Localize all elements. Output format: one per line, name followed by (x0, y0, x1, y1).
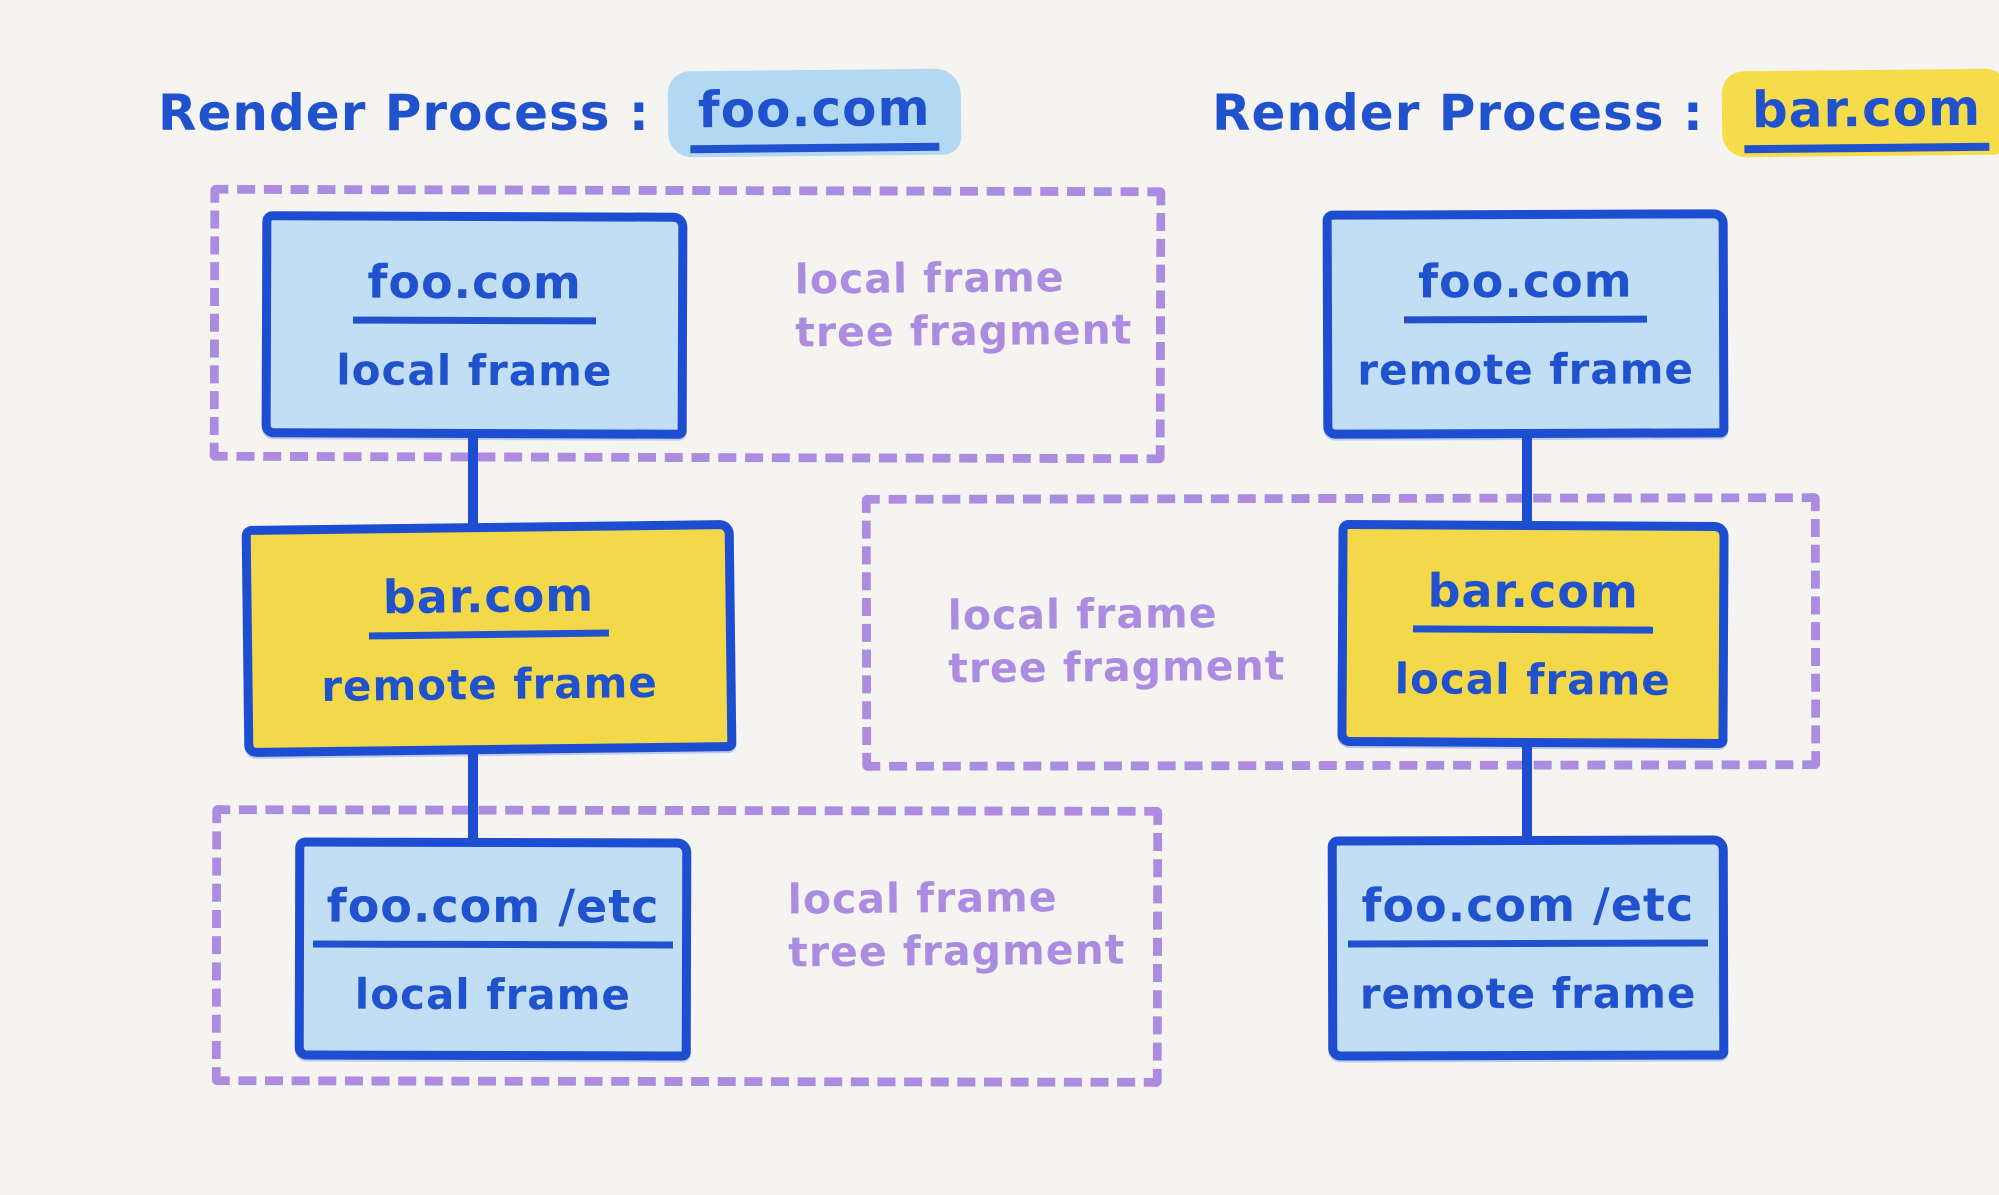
title-prefix: Render Process : (158, 84, 650, 142)
title-domain-bar: bar.com (1743, 78, 1990, 154)
connector-right-top (1522, 432, 1532, 528)
render-process-title-bar: Render Process : bar.com (1212, 68, 1999, 158)
node-domain: foo.com (1404, 253, 1647, 324)
fragment-label-left-bottom: local frame tree fragment (788, 871, 1126, 981)
fragment-label-line2: tree fragment (795, 305, 1133, 357)
node-right-top-foo-remote-frame: foo.com remote frame (1322, 209, 1729, 439)
node-left-top-foo-local-frame: foo.com local frame (261, 211, 688, 439)
fragment-label-middle: local frame tree fragment (948, 587, 1286, 697)
fragment-label-line2: tree fragment (948, 641, 1286, 693)
title-domain-highlight-foo: foo.com (667, 68, 961, 158)
node-kind: local frame (336, 345, 613, 396)
node-left-bottom-foo-etc-local-frame: foo.com /etc local frame (294, 837, 692, 1061)
node-domain: bar.com (368, 567, 609, 639)
node-right-middle-bar-local-frame: bar.com local frame (1337, 519, 1729, 749)
fragment-label-line1: local frame (794, 253, 1065, 304)
connector-left-bottom (468, 748, 478, 844)
node-kind: remote frame (1357, 344, 1695, 395)
title-prefix: Render Process : (1212, 84, 1704, 142)
fragment-label-line1: local frame (947, 589, 1218, 640)
node-kind: local frame (1394, 654, 1671, 705)
node-domain: bar.com (1413, 563, 1654, 634)
connector-right-bottom (1522, 742, 1532, 842)
fragment-label-line1: local frame (787, 873, 1058, 924)
node-left-middle-bar-remote-frame: bar.com remote frame (241, 520, 737, 757)
title-domain-highlight-bar: bar.com (1721, 68, 1999, 158)
node-kind: remote frame (320, 657, 659, 711)
title-domain-foo: foo.com (689, 78, 939, 154)
node-domain: foo.com /etc (312, 878, 674, 949)
connector-left-top (468, 434, 478, 530)
node-kind: remote frame (1359, 968, 1697, 1019)
render-process-title-foo: Render Process : foo.com (158, 68, 961, 158)
fragment-label-line2: tree fragment (788, 925, 1126, 977)
node-kind: local frame (354, 969, 631, 1020)
node-domain: foo.com (353, 254, 596, 325)
node-domain: foo.com /etc (1347, 877, 1709, 948)
fragment-label-left-top: local frame tree fragment (795, 251, 1133, 361)
node-right-bottom-foo-etc-remote-frame: foo.com /etc remote frame (1327, 835, 1729, 1061)
